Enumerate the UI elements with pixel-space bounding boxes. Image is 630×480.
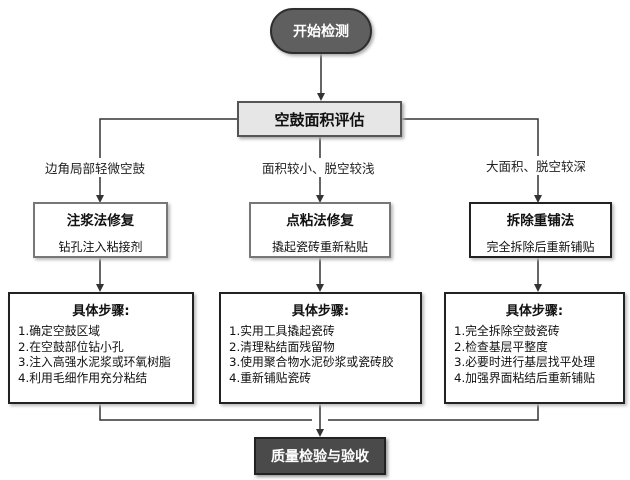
steps-box-2: 具体步骤: 1.实用工具撬起瓷砖 2.清理粘结面残留物 3.使用聚合物水泥砂浆或… — [219, 292, 422, 404]
method-title-2: 点粘法修复 — [286, 213, 354, 229]
steps-box-1: 具体步骤: 1.确定空鼓区域 2.在空鼓部位钻小孔 3.注入高强水泥浆或环氧树脂… — [8, 292, 194, 404]
method-node-retiling: 拆除重铺法 完全拆除后重新铺贴 — [469, 202, 612, 258]
assessment-label: 空鼓面积评估 — [274, 110, 365, 129]
method-desc-1: 钻孔注入粘接剂 — [58, 240, 143, 254]
step-item: 3.使用聚合物水泥砂浆或瓷砖胶 — [229, 355, 394, 369]
step-item: 4.加强界面粘结后重新铺贴 — [454, 370, 596, 385]
step-item: 2.检查基层平整度 — [454, 339, 548, 354]
method-desc-3: 完全拆除后重新铺贴 — [486, 240, 595, 254]
steps-box-3: 具体步骤: 1.完全拆除空鼓瓷砖 2.检查基层平整度 3.必要时进行基层找平处理… — [444, 292, 625, 404]
method-title-3: 拆除重铺法 — [506, 213, 575, 229]
step-item: 1.完全拆除空鼓瓷砖 — [454, 324, 560, 338]
condition-label-2: 面积较小、脱空较浅 — [260, 158, 377, 177]
step-item: 1.实用工具撬起瓷砖 — [229, 324, 335, 338]
step-item: 3.注入高强水泥浆或环氧树脂 — [18, 355, 171, 369]
steps-title-1: 具体步骤: — [72, 304, 130, 319]
step-item: 1.确定空鼓区域 — [18, 324, 101, 338]
start-node: 开始检测 — [270, 8, 372, 54]
start-label: 开始检测 — [293, 24, 349, 40]
final-node: 质量检验与验收 — [254, 437, 386, 475]
step-item: 3.必要时进行基层找平处理 — [454, 355, 596, 369]
assessment-node: 空鼓面积评估 — [237, 101, 402, 137]
arrow-steps-1-to-final — [99, 404, 312, 421]
step-item: 4.重新铺贴瓷砖 — [229, 370, 312, 385]
arrow-steps-3-to-final — [328, 404, 539, 421]
method-desc-2: 撬起瓷砖重新粘贴 — [271, 240, 368, 254]
method-title-1: 注浆法修复 — [66, 213, 135, 229]
method-node-spot-bonding: 点粘法修复 撬起瓷砖重新粘贴 — [249, 202, 391, 258]
step-item: 2.清理粘结面残留物 — [229, 339, 335, 354]
steps-title-3: 具体步骤: — [505, 304, 564, 319]
step-item: 2.在空鼓部位钻小孔 — [18, 339, 124, 354]
step-item: 4.利用毛细作用充分粘结 — [18, 370, 148, 385]
final-label: 质量检验与验收 — [271, 449, 369, 465]
method-node-grouting: 注浆法修复 钻孔注入粘接剂 — [33, 202, 168, 258]
condition-label-1: 边角局部轻微空鼓 — [43, 158, 148, 177]
steps-title-2: 具体步骤: — [291, 304, 350, 319]
condition-label-3: 大面积、脱空较深 — [484, 156, 589, 175]
